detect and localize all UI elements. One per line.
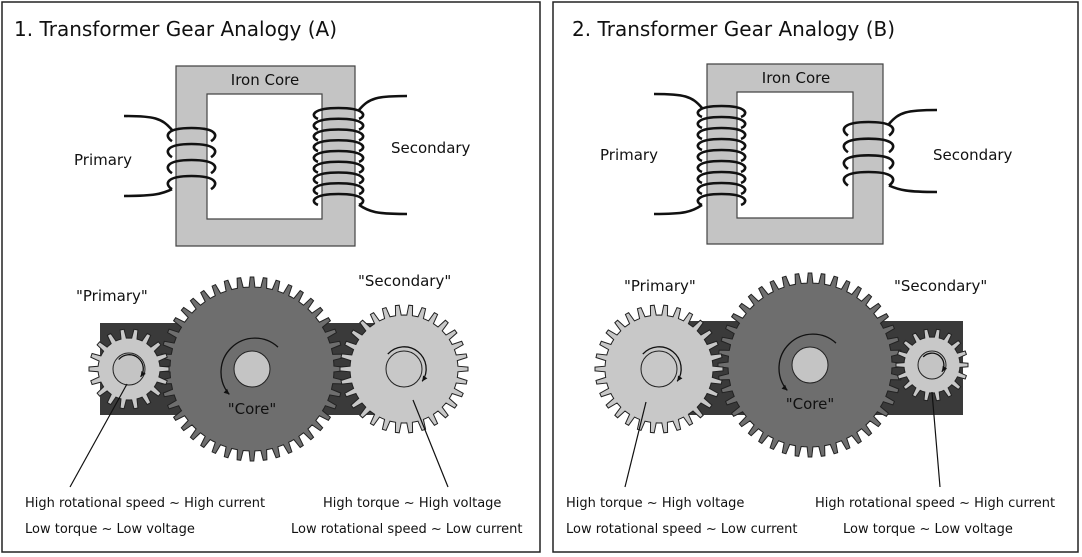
panel-a-primary-gear	[88, 328, 170, 410]
panel-b-right-caption-1: High rotational speed ~ High current	[815, 496, 1055, 511]
coil-turn	[842, 137, 895, 154]
coil-turn	[166, 158, 217, 175]
coil-turn	[166, 174, 217, 191]
coil-turn	[696, 192, 747, 207]
panel-b-transformer: Iron Core Primary Secondary	[600, 63, 1013, 245]
panel-a-gear-primary-label: "Primary"	[76, 287, 148, 305]
panel-a-gear-core-label: "Core"	[228, 400, 277, 418]
rotation-arrow-head	[677, 375, 683, 382]
gear-hub	[917, 350, 947, 380]
coil-turn	[312, 171, 365, 185]
coil-turn	[696, 159, 747, 174]
rotation-arrow-arc	[220, 337, 279, 395]
coil-turn	[166, 142, 217, 159]
panel-a-right-caption-2: Low rotational speed ~ Low current	[291, 522, 522, 537]
coil-turn	[312, 192, 365, 207]
panel-a-primary-coil	[123, 114, 217, 198]
coil-turn	[696, 181, 747, 196]
coil-turn	[166, 126, 217, 143]
panel-a-right-leader-line	[412, 399, 449, 488]
panel-a-secondary-label: Secondary	[391, 139, 471, 157]
rotation-arrow-head	[781, 384, 788, 391]
panel-b-secondary-gear	[895, 328, 969, 402]
coil-turn	[842, 170, 895, 187]
panel-b-primary-coil	[653, 92, 747, 216]
panel-a-left-caption-1: High rotational speed ~ High current	[25, 496, 265, 511]
coil-lead-top	[358, 94, 408, 111]
panel-a-left-leader-line	[69, 383, 128, 488]
gear-hub	[640, 350, 678, 388]
panel-b-core-gear	[717, 272, 903, 458]
rotation-arrow-arc	[387, 346, 427, 382]
panel-a-right-caption-1: High torque ~ High voltage	[323, 496, 501, 511]
coil-lead-bottom	[358, 203, 408, 216]
coil-lead-bottom	[888, 184, 938, 194]
coil-lead-bottom	[123, 188, 173, 198]
panel-b-gear-core-label: "Core"	[786, 395, 835, 413]
panel-a-title: 1. Transformer Gear Analogy (A)	[14, 17, 337, 41]
panel-a-gear-secondary-label: "Secondary"	[358, 272, 451, 290]
panel-b-gear-train: "Primary" "Secondary" "Core"	[594, 272, 987, 488]
panel-b-secondary-label: Secondary	[933, 146, 1013, 164]
panel-b-right-caption-2: Low torque ~ Low voltage	[843, 522, 1013, 537]
panel-b-gear-secondary-label: "Secondary"	[894, 277, 987, 295]
coil-turn	[696, 170, 747, 185]
panel-a-core-gear	[159, 276, 345, 462]
panel-a-transformer: Iron Core Primary Secondary	[74, 65, 471, 247]
panel-a-secondary-coil	[312, 94, 408, 216]
panel-b-right-leader-line	[931, 391, 941, 488]
rotation-arrow-head	[140, 371, 146, 377]
panel-a-secondary-gear	[339, 304, 469, 434]
panel-b-primary-label: Primary	[600, 146, 658, 164]
coil-turn	[696, 137, 747, 152]
coil-turn	[312, 128, 365, 142]
coil-turn	[696, 115, 747, 130]
rotation-arrow-arc	[642, 346, 682, 382]
gear-hub	[385, 350, 423, 388]
panel-a-gear-train: "Primary" "Secondary" "Core"	[69, 272, 469, 488]
coil-turn	[842, 154, 895, 170]
coil-lead-top	[888, 108, 938, 125]
rotation-arrow-head	[941, 365, 948, 372]
coil-turn	[312, 138, 365, 153]
panel-b-left-caption-2: Low rotational speed ~ Low current	[566, 522, 797, 537]
panel-b: 2. Transformer Gear Analogy (B) Iron Cor…	[552, 1, 1079, 553]
coil-turn	[842, 120, 895, 137]
coil-turn	[696, 126, 747, 141]
panel-b-core-label: Iron Core	[762, 69, 830, 87]
rotation-arrow-head	[223, 388, 230, 395]
coil-turn	[312, 117, 365, 131]
gear-hub	[233, 350, 271, 388]
coil-turn	[696, 104, 747, 119]
coil-turn	[312, 181, 365, 196]
panel-a: 1. Transformer Gear Analogy (A) Iron Cor…	[1, 1, 541, 553]
panel-b-left-leader-line	[624, 401, 647, 488]
coil-turn	[696, 148, 747, 163]
rotation-arrow-head	[422, 375, 428, 382]
gear-hub	[112, 352, 146, 386]
coil-turn	[312, 160, 365, 174]
panel-b-gear-primary-label: "Primary"	[624, 277, 696, 295]
panel-b-secondary-coil	[842, 108, 938, 194]
rotation-arrow-arc	[778, 333, 837, 391]
coil-turn	[312, 149, 365, 164]
panel-b-left-caption-1: High torque ~ High voltage	[566, 496, 744, 511]
coil-lead-top	[653, 92, 703, 109]
coil-turn	[312, 106, 365, 121]
panel-b-primary-gear	[594, 304, 724, 434]
panel-a-core-label: Iron Core	[231, 71, 299, 89]
coil-lead-top	[123, 114, 173, 131]
panel-b-title: 2. Transformer Gear Analogy (B)	[572, 17, 895, 41]
panel-a-primary-label: Primary	[74, 151, 132, 169]
gear-hub	[791, 346, 829, 384]
panel-a-left-caption-2: Low torque ~ Low voltage	[25, 522, 195, 537]
coil-lead-bottom	[653, 203, 703, 216]
panel-b-frame	[552, 1, 1079, 553]
